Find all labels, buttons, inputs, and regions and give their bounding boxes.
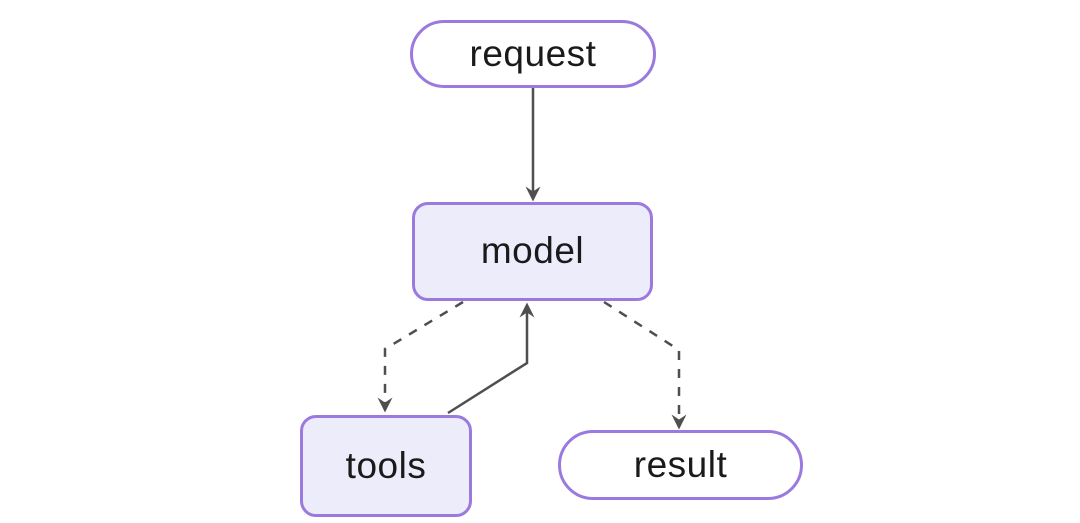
node-tools-label: tools bbox=[345, 444, 427, 486]
edge-model-to-tools bbox=[377, 300, 464, 413]
edge-tools-to-model bbox=[447, 302, 535, 415]
node-result-label: result bbox=[633, 443, 728, 485]
node-model: model bbox=[412, 202, 653, 301]
node-tools: tools bbox=[300, 415, 472, 517]
node-request-label: request bbox=[469, 32, 597, 74]
node-request: request bbox=[410, 20, 656, 88]
node-model-label: model bbox=[480, 230, 585, 271]
node-result: result bbox=[558, 430, 803, 500]
edge-model-to-result bbox=[603, 300, 687, 430]
